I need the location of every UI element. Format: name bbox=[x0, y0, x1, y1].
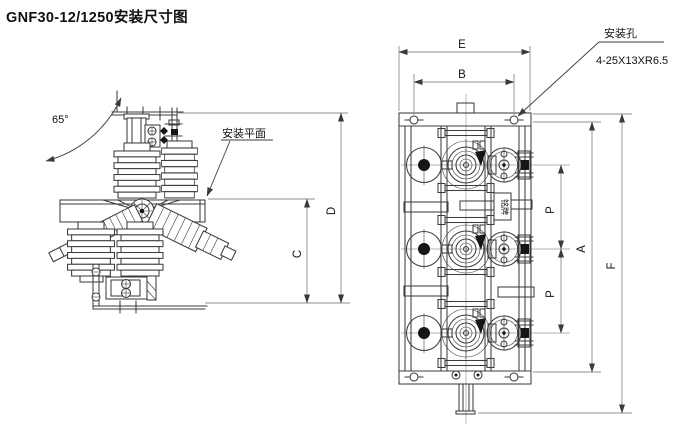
mounting-plane-callout: 安装平面 bbox=[206, 126, 273, 197]
dim-E: E bbox=[398, 39, 531, 111]
mounting-plane-label: 安装平面 bbox=[222, 126, 266, 140]
dim-P-lower-label: P bbox=[545, 290, 557, 298]
dim-D: D bbox=[177, 112, 348, 304]
side-bracket bbox=[497, 286, 535, 298]
dim-P-upper-label: P bbox=[545, 206, 557, 214]
mounting-hole-spec: 4-25X13XR6.5 bbox=[596, 55, 668, 67]
angle-label: 65° bbox=[52, 114, 69, 126]
rear-insulator-stack bbox=[161, 140, 198, 199]
drawing-title: GNF30-12/1250安装尺寸图 bbox=[6, 10, 188, 26]
mounting-hole-callout: 安装孔 4-25X13XR6.5 bbox=[517, 26, 668, 117]
side-bracket bbox=[403, 285, 449, 297]
dim-D-label: D bbox=[326, 207, 338, 215]
dim-F: F bbox=[478, 113, 632, 414]
dim-A-label: A bbox=[576, 245, 588, 253]
dim-P-lower: P bbox=[545, 248, 564, 334]
mounting-hole-bottom-left bbox=[404, 372, 424, 382]
drive-shaft bbox=[451, 370, 483, 415]
mounting-hole-bottom-right bbox=[504, 372, 524, 382]
tilted-insulator-arm bbox=[144, 202, 237, 261]
dim-E-label: E bbox=[458, 39, 466, 51]
front-insulator-stack bbox=[113, 142, 161, 199]
base-frame bbox=[398, 102, 532, 385]
dim-C-label: C bbox=[292, 250, 304, 258]
nameplate: 铭牌 bbox=[459, 192, 533, 221]
plan-view: 铭牌 E bbox=[398, 26, 668, 424]
side-bracket bbox=[403, 201, 449, 213]
nameplate-label: 铭牌 bbox=[500, 199, 510, 215]
mounting-hole-top-left bbox=[404, 115, 424, 125]
mounting-hole-label: 安装孔 bbox=[604, 26, 637, 40]
dim-P-upper: P bbox=[545, 164, 564, 250]
angle-dimension: 65° bbox=[45, 97, 122, 162]
dim-C: C bbox=[205, 198, 350, 304]
dim-F-label: F bbox=[606, 262, 618, 269]
dim-B: B bbox=[413, 69, 515, 115]
dim-A: A bbox=[533, 121, 601, 373]
dim-B-label: B bbox=[458, 69, 466, 81]
lower-terminal bbox=[91, 263, 208, 314]
mounting-hole-top-right bbox=[504, 115, 524, 125]
side-view: 65° bbox=[45, 90, 350, 314]
